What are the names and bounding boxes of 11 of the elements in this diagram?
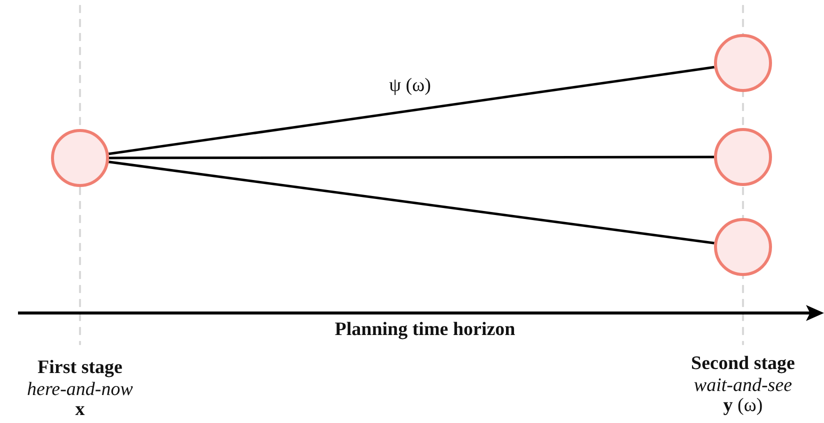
edge-label: ψ (ω) — [387, 75, 433, 97]
text-label: wait-and-see — [694, 376, 792, 397]
text-label: x — [75, 400, 85, 421]
text-label: here-and-now — [27, 380, 133, 401]
text-label: Planning time horizon — [334, 320, 516, 341]
connector-line — [109, 156, 714, 160]
connector-line — [108, 66, 714, 156]
text-label: First stage — [38, 358, 122, 379]
text-label: Second stage — [691, 354, 795, 375]
connector-line — [108, 160, 714, 244]
text-label: y (ω) — [723, 396, 763, 417]
